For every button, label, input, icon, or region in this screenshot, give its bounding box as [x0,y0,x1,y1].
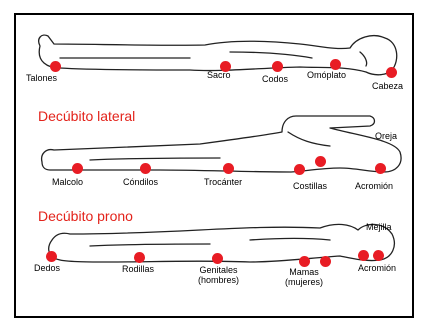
label-mamas: Mamas (mujeres) [285,267,323,287]
label-sacro: Sacro [207,70,231,80]
label-trocanter: Trocánter [204,177,242,187]
pressure-point-trocanter [223,163,234,174]
label-cabeza: Cabeza [372,81,403,91]
label-malcolo: Malcolo [52,177,83,187]
pressure-point-acromion-lateral [375,163,386,174]
label-dedos: Dedos [34,263,60,273]
label-omoplato: Omóplato [307,70,346,80]
pressure-point-costillas [294,164,305,175]
pressure-point-genitales [212,253,223,264]
label-acromion-prono: Acromión [358,263,396,273]
pressure-point-codos [272,61,283,72]
heading-decubito-lateral: Decúbito lateral [38,108,135,124]
label-genitales-line1: Genitales [198,265,239,275]
label-codos: Codos [262,74,288,84]
pressure-point-costillas-upper [315,156,326,167]
pressure-point-talones [50,61,61,72]
pressure-point-mamas-right [320,256,331,267]
label-mamas-line1: Mamas [285,267,323,277]
pressure-point-malcolo [72,163,83,174]
label-genitales-line2: (hombres) [198,275,239,285]
pressure-point-acromion-prono [373,250,384,261]
pressure-point-rodillas [134,252,145,263]
pressure-point-omoplato [330,59,341,70]
lateral-figure [42,116,401,172]
label-genitales: Genitales (hombres) [198,265,239,285]
label-mamas-line2: (mujeres) [285,277,323,287]
heading-decubito-prono: Decúbito prono [38,208,133,224]
pressure-point-mejilla [358,250,369,261]
label-oreja: Oreja [375,131,397,141]
supine-figure [39,35,397,75]
pressure-point-cabeza [386,67,397,78]
label-costillas: Costillas [293,181,327,191]
label-rodillas: Rodillas [122,264,154,274]
label-acromion-lateral: Acromión [355,181,393,191]
label-talones: Talones [26,73,57,83]
label-condilos: Cóndilos [123,177,158,187]
pressure-point-dedos [46,251,57,262]
pressure-point-mamas-left [299,256,310,267]
label-mejilla: Mejilla [366,222,392,232]
pressure-point-condilos [140,163,151,174]
